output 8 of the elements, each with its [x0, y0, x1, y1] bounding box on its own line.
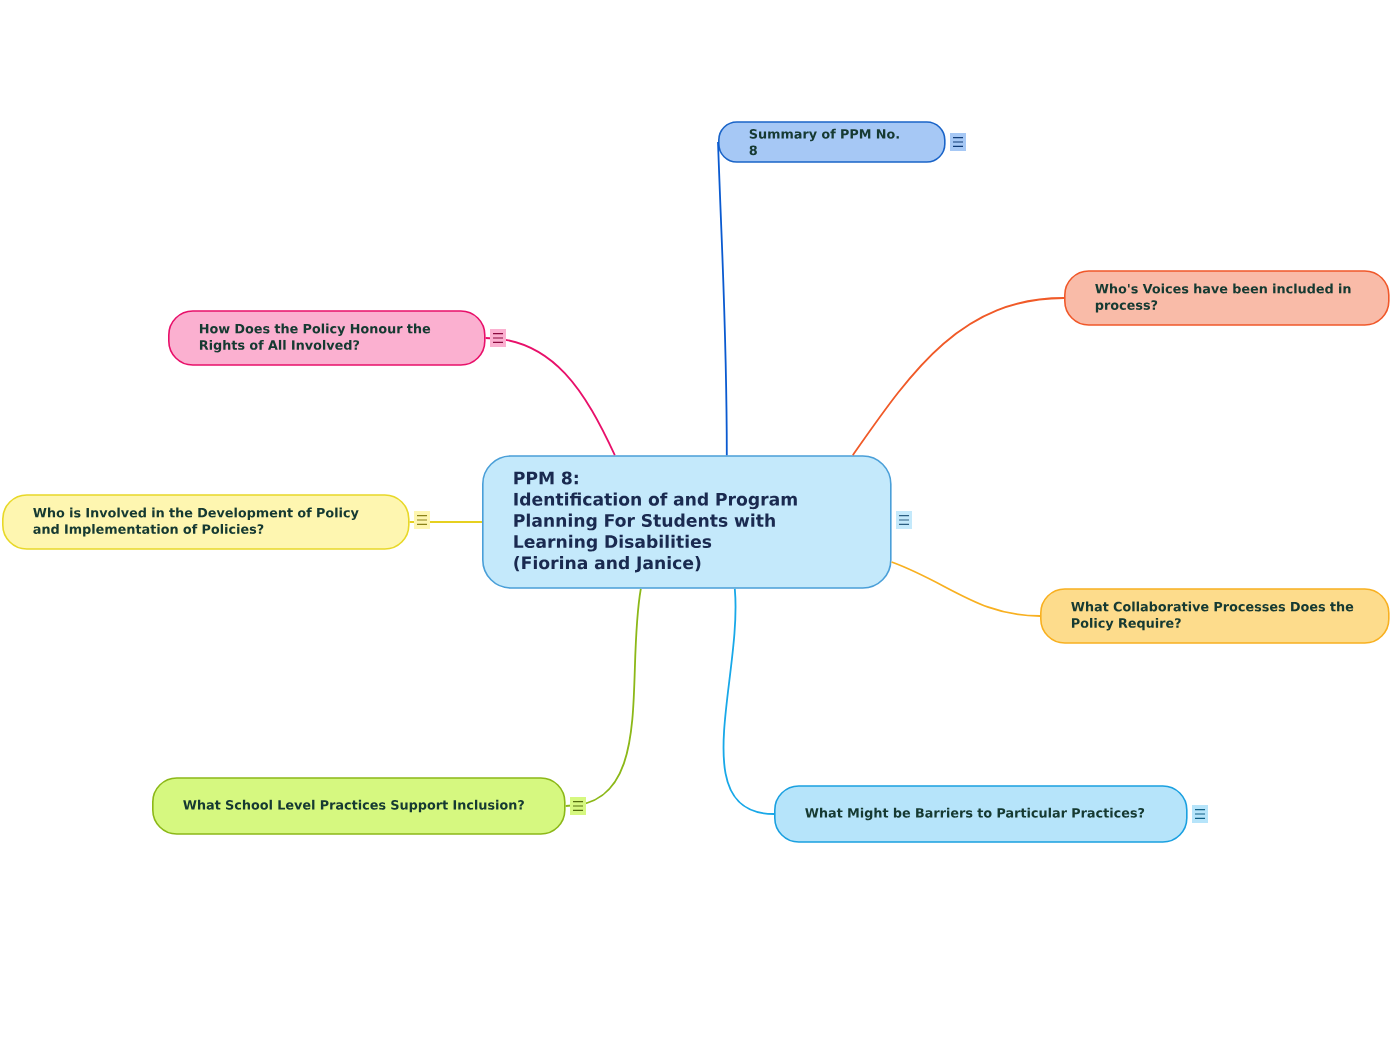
connector-line: [484, 337, 616, 457]
connector-line: [408, 521, 483, 523]
connector-line: [722, 587, 775, 815]
connector-line: [564, 587, 642, 807]
connector-line: [890, 561, 1041, 617]
connector-line: [717, 141, 728, 457]
connector-line: [851, 297, 1065, 457]
central-topic-box: PPM 8: Identification of and Program Planning For Students with Learning Disabilities (Fiorina and Janice): [482, 455, 892, 589]
